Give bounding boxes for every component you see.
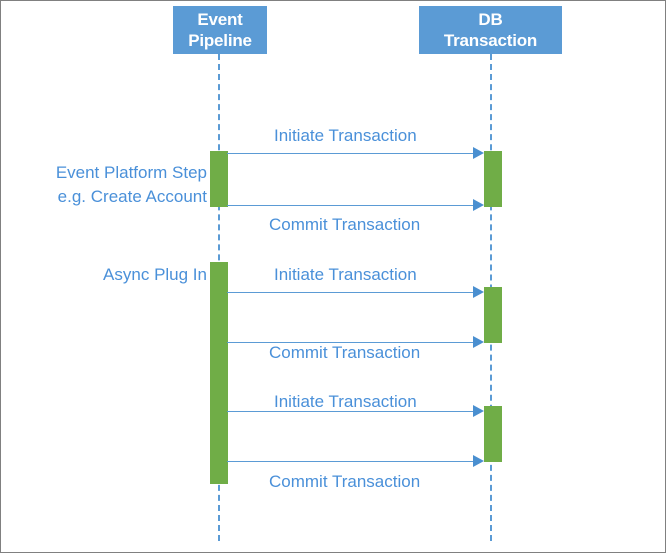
activation-bar-db-transaction-1 <box>484 151 502 207</box>
lifeline-header-db-transaction-line2: Transaction <box>443 31 538 50</box>
message-line-initiate-transaction-3 <box>227 411 477 412</box>
message-line-commit-transaction-2 <box>227 342 477 343</box>
message-line-commit-transaction-1 <box>227 205 477 206</box>
message-line-initiate-transaction-2 <box>227 292 477 293</box>
message-line-initiate-transaction-1 <box>227 153 477 154</box>
message-arrowhead-initiate-transaction-2 <box>473 286 484 298</box>
activation-bar-db-transaction-2 <box>484 287 502 343</box>
lifeline-header-event-pipeline-line2: Pipeline <box>188 31 252 50</box>
actor-label-event-platform-step-line1: Event Platform Step <box>55 163 207 182</box>
activation-bar-db-transaction-3 <box>484 406 502 462</box>
actor-label-event-platform-step: Event Platform Step e.g. Create Account <box>25 161 207 209</box>
lifeline-header-db-transaction[interactable]: DB Transaction <box>419 6 562 54</box>
message-arrowhead-initiate-transaction-3 <box>473 405 484 417</box>
actor-label-async-plug-in-line1: Async Plug In <box>103 265 207 284</box>
activation-bar-event-pipeline-1 <box>210 151 228 207</box>
message-label-commit-transaction-1: Commit Transaction <box>269 215 421 234</box>
actor-label-async-plug-in: Async Plug In <box>25 263 207 287</box>
message-arrowhead-commit-transaction-1 <box>473 199 484 211</box>
message-label-commit-transaction-3: Commit Transaction <box>269 472 421 491</box>
actor-label-event-platform-step-line2: e.g. Create Account <box>57 187 207 206</box>
message-arrowhead-commit-transaction-2 <box>473 336 484 348</box>
activation-bar-event-pipeline-2 <box>210 262 228 484</box>
lifeline-header-db-transaction-line1: DB <box>478 10 503 29</box>
message-arrowhead-initiate-transaction-1 <box>473 147 484 159</box>
lifeline-header-event-pipeline-line1: Event <box>197 10 243 29</box>
message-label-commit-transaction-2: Commit Transaction <box>269 343 421 362</box>
message-arrowhead-commit-transaction-3 <box>473 455 484 467</box>
message-line-commit-transaction-3 <box>227 461 477 462</box>
lifeline-header-event-pipeline[interactable]: Event Pipeline <box>173 6 267 54</box>
message-label-initiate-transaction-3: Initiate Transaction <box>274 392 417 411</box>
message-label-initiate-transaction-2: Initiate Transaction <box>274 265 417 284</box>
message-label-initiate-transaction-1: Initiate Transaction <box>274 126 417 145</box>
